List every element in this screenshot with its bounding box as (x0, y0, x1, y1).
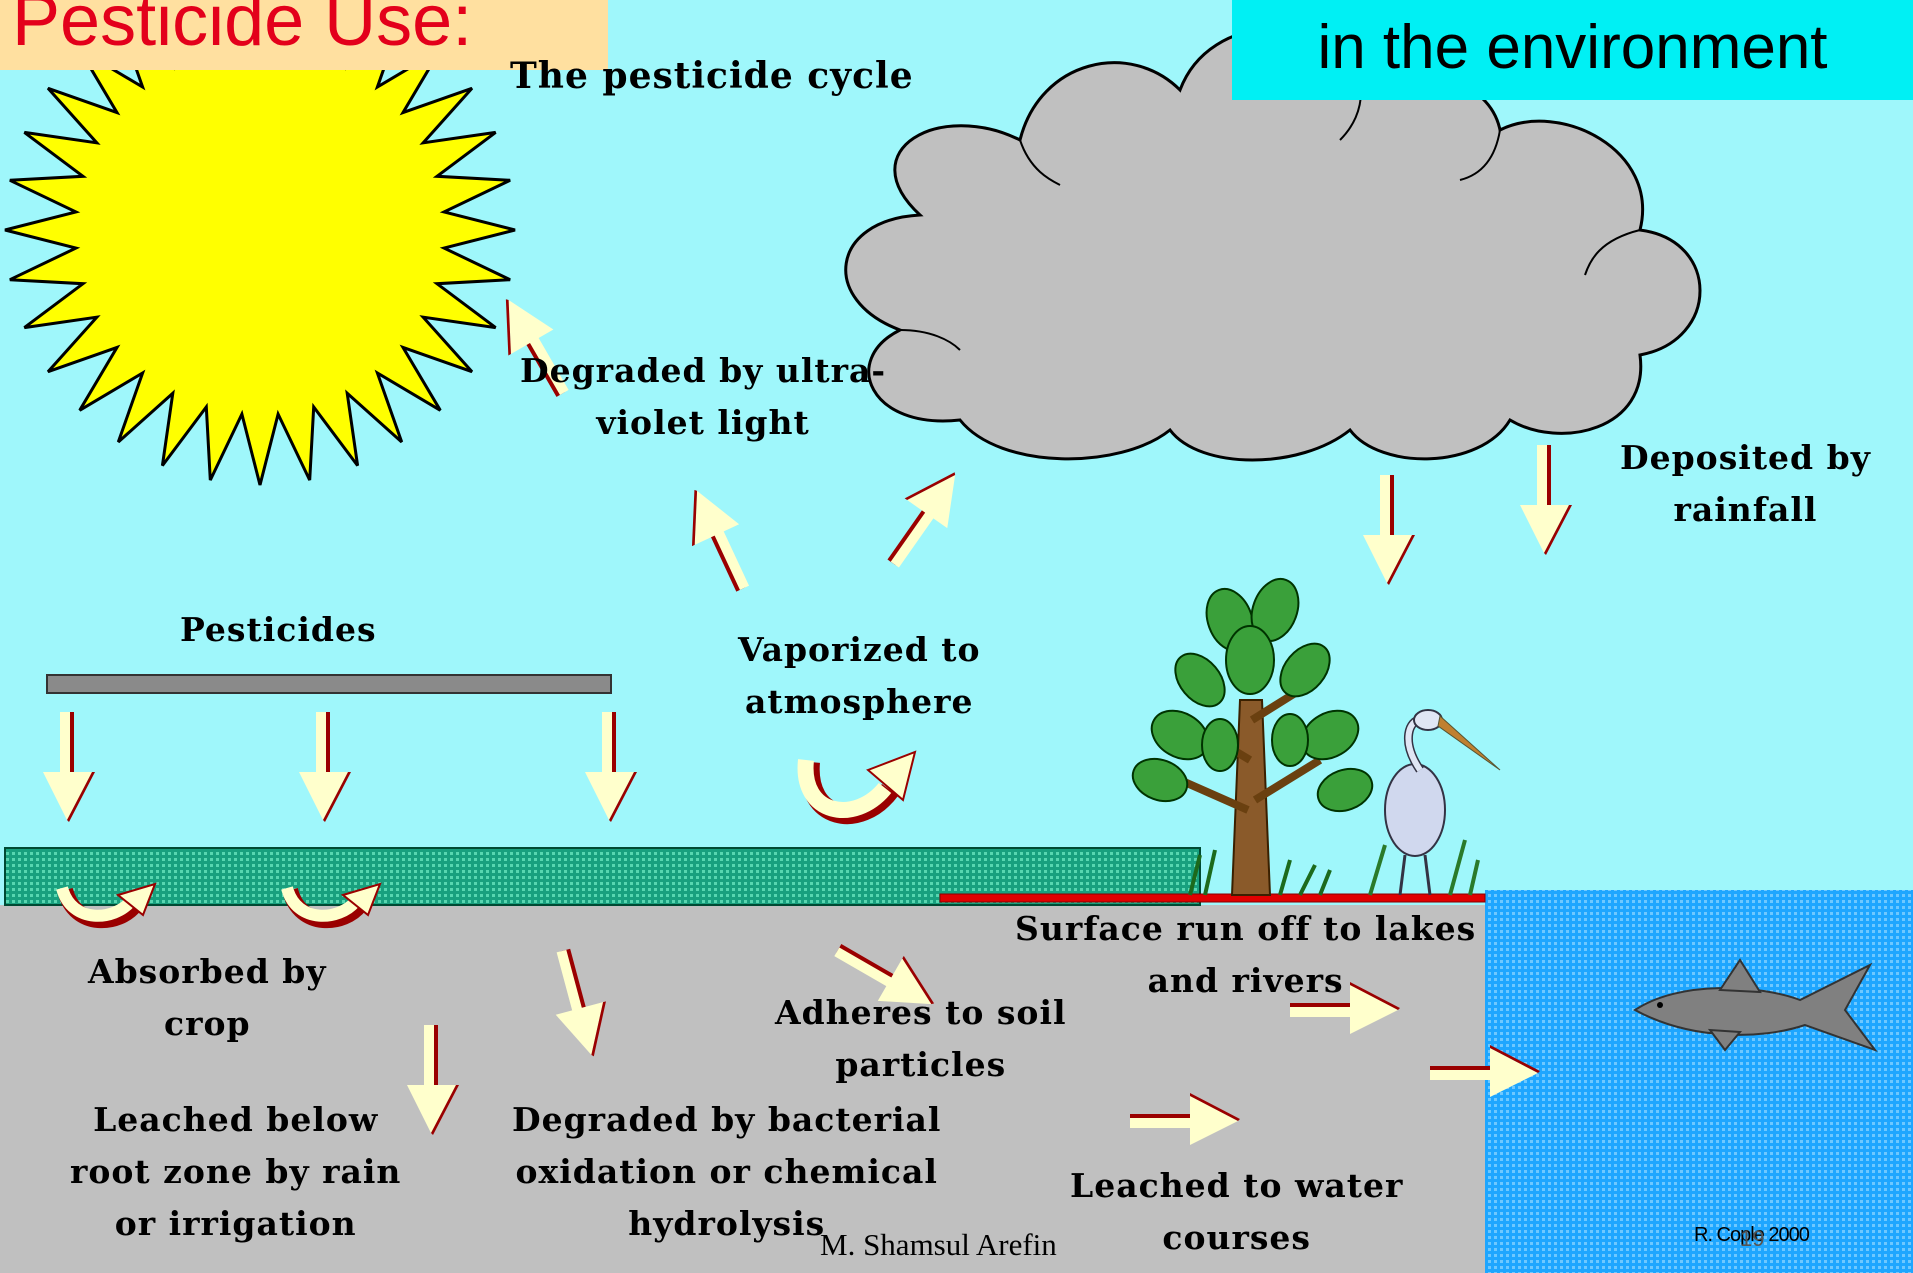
label-line: Degraded by ultra- (520, 351, 887, 390)
arrow-spray-down-1 (43, 712, 95, 822)
sun-icon (4, 0, 516, 486)
label-line: oxidation or chemical (515, 1152, 938, 1191)
label-line: Leached to water (1070, 1166, 1404, 1205)
label-line: hydrolysis (628, 1204, 826, 1243)
label-line: root zone by rain (70, 1152, 402, 1191)
label-line: or irrigation (114, 1204, 357, 1243)
label-line: violet light (596, 403, 810, 442)
label-line: Leached below (93, 1100, 379, 1139)
arrow-spray-down-2 (299, 712, 351, 822)
lake-water (1485, 890, 1913, 1273)
cloud-icon (844, 27, 1702, 462)
pesticide-spray-bar (46, 674, 612, 694)
label-line: particles (835, 1045, 1007, 1084)
label-line: courses (1162, 1218, 1312, 1257)
label-leached-below-root: Leached below root zone by rain or irrig… (70, 1094, 401, 1250)
arrow-absorb-curve-1 (56, 882, 157, 929)
soil-layer (0, 905, 1490, 1273)
label-vaporized: Vaporized to atmosphere (738, 624, 981, 728)
arrow-vaporize-curve (797, 750, 917, 825)
label-line: and rivers (1147, 961, 1344, 1000)
label-line: Deposited by (1620, 438, 1871, 477)
arrow-rain-1 (1363, 475, 1415, 585)
diagram-title: The pesticide cycle (510, 55, 914, 97)
slide-title: Pesticide Use: (0, 0, 608, 70)
label-deposited-rainfall: Deposited by rainfall (1620, 432, 1871, 536)
label-line: Absorbed by (88, 952, 327, 991)
subtitle-box: in the environment (1232, 0, 1913, 100)
label-line: crop (163, 1004, 251, 1043)
label-pesticides: Pesticides (180, 610, 377, 649)
label-line: rainfall (1673, 490, 1818, 529)
author-footer: M. Shamsul Arefin (820, 1227, 1057, 1262)
shark-icon (1633, 958, 1878, 1053)
runoff-stream (939, 893, 1486, 903)
slide-number: 19 (1740, 1226, 1765, 1251)
label-surface-runoff: Surface run off to lakes and rivers (1015, 903, 1476, 1007)
arrow-vapor-up-left (670, 478, 765, 601)
label-line: atmosphere (744, 682, 974, 721)
tree-icon (1131, 578, 1374, 896)
arrow-spray-down-3 (585, 712, 637, 822)
label-line: Degraded by bacterial (512, 1100, 942, 1139)
arrow-vapor-up-right (870, 457, 976, 578)
label-line: Vaporized to (738, 630, 981, 669)
arrow-rain-2 (1520, 445, 1572, 555)
label-line: Surface run off to lakes (1015, 909, 1477, 948)
label-leached-water-courses: Leached to water courses (1070, 1160, 1403, 1264)
label-line: Adheres to soil (775, 993, 1067, 1032)
heron-icon (1368, 709, 1501, 896)
label-absorbed-crop: Absorbed by crop (88, 946, 327, 1050)
label-degraded-uv: Degraded by ultra- violet light (520, 345, 886, 449)
label-adheres-soil: Adheres to soil particles (775, 987, 1067, 1091)
copyright-text: R. Cople 2000 (1694, 1224, 1810, 1246)
arrow-absorb-curve-2 (281, 882, 382, 929)
label-bacterial-oxidation: Degraded by bacterial oxidation or chemi… (512, 1094, 941, 1250)
